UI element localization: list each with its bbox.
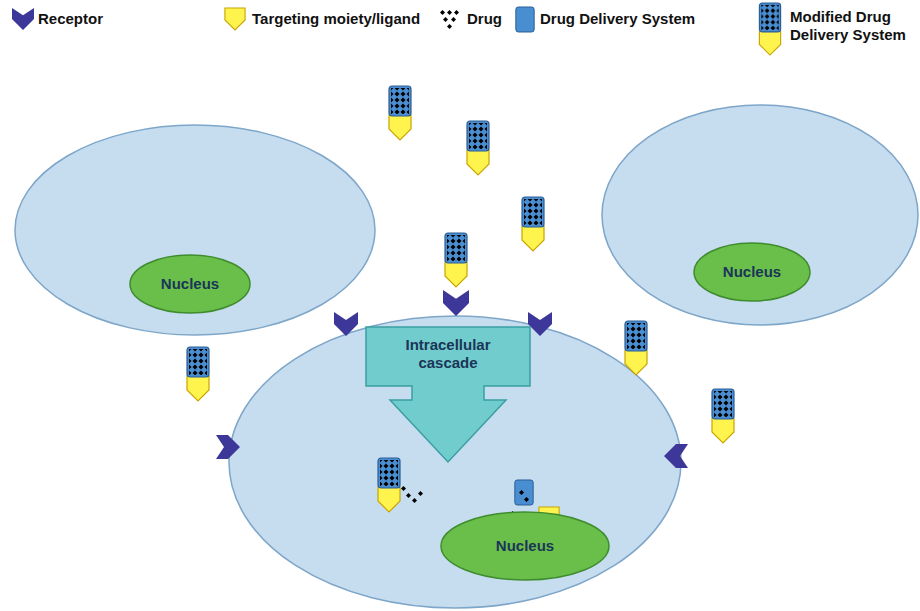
nucleus: Nucleus xyxy=(129,254,251,314)
legend-label: Drug Delivery System xyxy=(540,10,740,28)
receptor xyxy=(334,312,358,336)
nucleus-shape xyxy=(130,255,250,313)
modified-dds xyxy=(625,321,647,375)
receptor xyxy=(664,444,688,468)
cell xyxy=(602,105,918,325)
nucleus-shape xyxy=(694,243,810,301)
ligand-icon xyxy=(225,8,245,30)
nucleus-label: Nucleus xyxy=(161,275,219,293)
internalised-dds xyxy=(378,458,400,512)
legend-label: Modified Drug Delivery System xyxy=(790,8,915,44)
nucleus-shape xyxy=(441,512,609,580)
receptor xyxy=(216,435,240,459)
nucleus-label: Nucleus xyxy=(496,537,554,555)
receptor-icon xyxy=(12,8,34,30)
released-drug xyxy=(401,486,423,503)
drug-inside-dds xyxy=(519,490,529,502)
dds-icon xyxy=(516,7,534,32)
modified-dds xyxy=(522,197,544,251)
modified-dds xyxy=(467,121,489,175)
cascade-label: Intracellular cascade xyxy=(380,336,516,372)
receptor xyxy=(443,290,469,316)
cell xyxy=(15,125,375,335)
modified-dds xyxy=(712,389,734,443)
modified-dds-icon xyxy=(759,3,780,55)
legend-label: Drug xyxy=(467,10,517,28)
nucleus: Nucleus xyxy=(693,242,811,302)
nucleus: Nucleus xyxy=(440,511,610,581)
modified-dds xyxy=(389,86,411,140)
drug-delivery-system xyxy=(515,480,533,505)
drug-icon xyxy=(440,10,459,29)
nucleus-label: Nucleus xyxy=(723,263,781,281)
legend-label: Targeting moiety/ligand xyxy=(252,10,452,28)
legend-label: Receptor xyxy=(38,10,158,28)
bound-modified-dds xyxy=(445,233,467,287)
receptor xyxy=(528,312,552,336)
modified-dds xyxy=(187,347,209,401)
target-cell xyxy=(229,316,681,608)
cascade-shape xyxy=(366,327,530,462)
cascade-arrow: Intracellular cascade xyxy=(365,326,531,386)
